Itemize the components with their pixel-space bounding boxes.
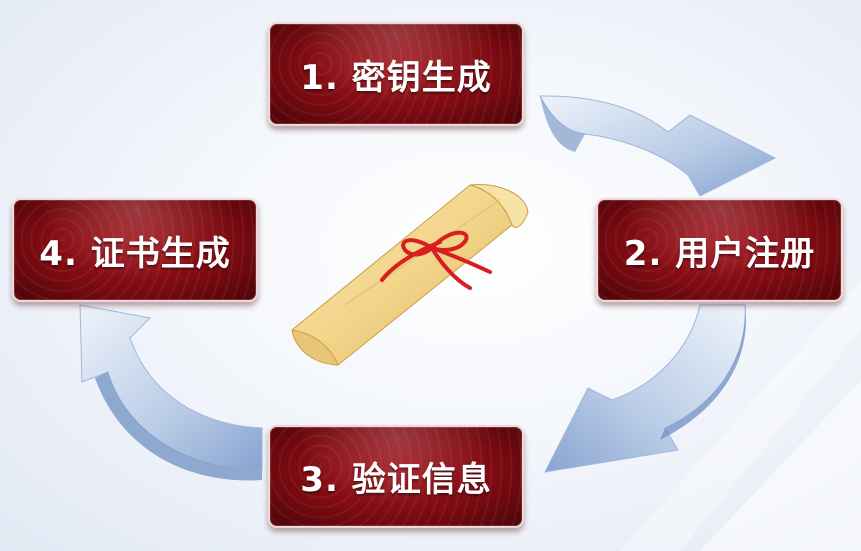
step-box-certificate-generation: 4. 证书生成	[12, 198, 258, 302]
arrow-2-to-3	[544, 304, 746, 473]
step-label: 4. 证书生成	[39, 233, 231, 274]
arrow-3-to-4	[79, 304, 263, 481]
step-box-user-registration: 2. 用户注册	[596, 198, 843, 302]
step-label: 3. 验证信息	[300, 460, 492, 500]
step-box-key-generation: 1. 密钥生成	[268, 22, 524, 126]
step-label: 1. 密钥生成	[300, 57, 492, 98]
red-ribbon-icon	[380, 230, 492, 290]
step-label: 2. 用户注册	[623, 233, 816, 274]
arrow-1-to-2	[539, 95, 777, 197]
rolled-certificate-scroll-icon	[291, 184, 529, 366]
step-box-verify-information: 3. 验证信息	[268, 425, 524, 528]
